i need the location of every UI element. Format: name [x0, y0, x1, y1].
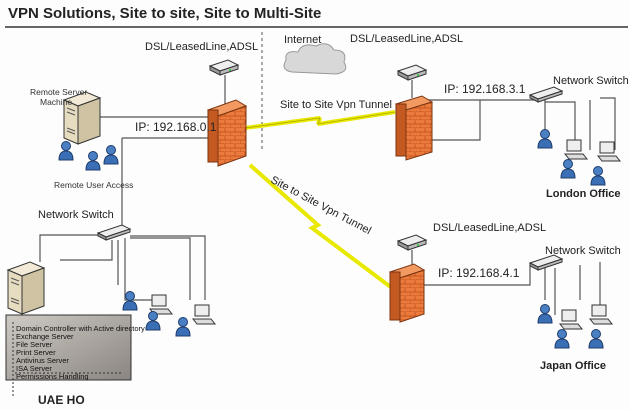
server-role-item: File Server [16, 340, 53, 349]
switch-japan-label: Network Switch [545, 245, 621, 257]
server-role-item: Exchange Server [16, 332, 74, 341]
japan-office-label: Japan Office [540, 360, 606, 372]
user-icon [175, 317, 191, 337]
server-role-item: Print Server [16, 348, 56, 357]
user-icon [560, 159, 576, 179]
switch-london-label: Network Switch [553, 75, 629, 87]
user-icon [588, 329, 604, 349]
diagram-title: VPN Solutions, Site to site, Site to Mul… [8, 5, 321, 22]
ip-japan-label: IP: 192.168.4.1 [438, 266, 520, 280]
computer-icon [597, 141, 621, 162]
network-wires [39, 75, 616, 315]
server-roles-box [5, 314, 132, 381]
remote-server-label-line2: Machine [40, 97, 72, 107]
uae-ho-label: UAE HO [38, 393, 85, 407]
computer-icon [564, 139, 588, 160]
computer-icon [559, 309, 583, 330]
computer-icon [589, 304, 613, 325]
london-office-label: London Office [546, 188, 621, 200]
modem-japan-icon [397, 234, 427, 251]
server-role-item: Antivirus Server [16, 356, 69, 365]
switch-japan-icon [529, 254, 563, 271]
remote-user-access-label: Remote User Access [54, 180, 133, 190]
switch-ho-label: Network Switch [38, 209, 114, 221]
user-icon [85, 151, 101, 171]
firewall-london-icon [394, 95, 434, 161]
ip-london-label: IP: 192.168.3.1 [444, 82, 526, 96]
modem-ho-label: DSL/LeasedLine,ADSL [145, 41, 258, 53]
user-icon [103, 145, 119, 165]
modem-ho-icon [209, 59, 239, 76]
tunnel-japan-label: Site to Site Vpn Tunnel [269, 174, 373, 237]
firewall-japan-icon [388, 263, 426, 323]
internet-label: Internet [284, 34, 321, 46]
switch-ho-icon [97, 224, 131, 241]
vpn-tunnel-london [244, 110, 396, 130]
computer-icon [192, 304, 216, 325]
ho-server-icon [7, 261, 45, 315]
user-icon [590, 166, 606, 186]
modem-london-icon [397, 64, 427, 81]
user-icon [58, 141, 74, 161]
ip-ho-label: IP: 192.168.0.1 [135, 120, 217, 134]
switch-london-icon [529, 86, 563, 103]
user-icon [537, 304, 553, 324]
server-role-item: Permissions Handling [16, 372, 89, 381]
server-role-item: ISA Server [16, 364, 52, 373]
server-role-item: Domain Controller with Active directory [16, 324, 145, 333]
user-icon [537, 129, 553, 149]
vpn-tunnel-japan [248, 163, 394, 290]
internet-cloud-icon [283, 43, 347, 75]
user-icon [554, 329, 570, 349]
tunnel-london-label: Site to Site Vpn Tunnel [280, 99, 392, 111]
modem-london-label: DSL/LeasedLine,ADSL [350, 33, 463, 45]
remote-server-label-line1: Remote Server [30, 87, 87, 97]
server-roles-list: Domain Controller with Active directoryE… [16, 324, 145, 381]
modem-japan-label: DSL/LeasedLine,ADSL [433, 222, 546, 234]
firewall-ho-icon [206, 99, 248, 167]
